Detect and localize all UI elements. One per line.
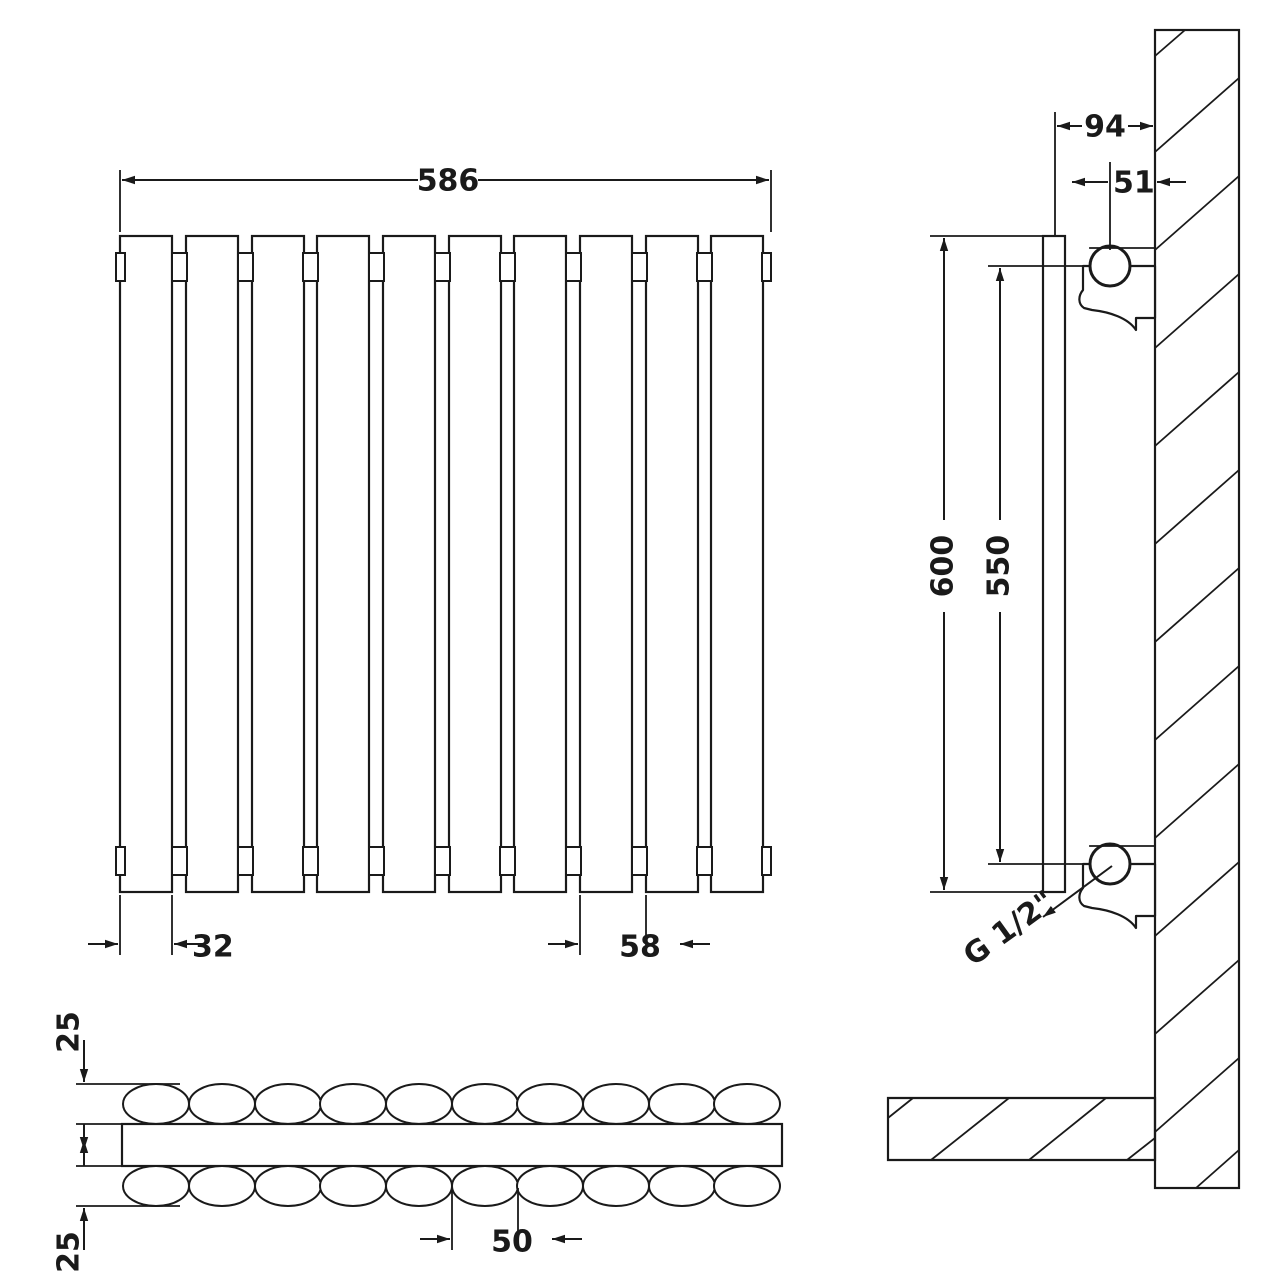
plan-tube-ellipse xyxy=(319,1165,387,1207)
panel-joint-tab-bottom xyxy=(631,846,648,876)
dimension-wall-to-front-94: 94 xyxy=(1054,110,1156,236)
panel-joint-tab-top xyxy=(171,252,188,282)
dimension-panel-width: 32 xyxy=(88,895,234,965)
panel-end-tab-top-left xyxy=(115,252,126,282)
dimension-wall-to-connection-51: 51 xyxy=(1072,162,1186,250)
dimension-overall-height-600: 600 xyxy=(926,235,1043,893)
panel-joint-tab-top xyxy=(631,252,648,282)
plan-tube-ellipse xyxy=(122,1083,190,1125)
wall-outline xyxy=(1153,28,1241,1190)
plan-tube-ellipse xyxy=(188,1083,256,1125)
radiator-side-profile xyxy=(1041,234,1067,894)
floor-section xyxy=(886,1096,1157,1162)
plan-tube-row-upper xyxy=(122,1083,781,1125)
panel-joint-tab-top xyxy=(434,252,451,282)
panel-joint-tab-bottom xyxy=(302,846,319,876)
dimension-label-51: 51 xyxy=(1113,166,1155,201)
panel-joint-tab-bottom xyxy=(565,846,582,876)
plan-tube-ellipse xyxy=(451,1083,519,1125)
dimension-bracket-centres-550: 550 xyxy=(982,265,1090,865)
bottom-bracket-assembly xyxy=(1078,842,1157,930)
panel-joint-tab-top xyxy=(302,252,319,282)
radiator-panel xyxy=(184,234,240,894)
panel-joint-tab-bottom xyxy=(368,846,385,876)
panel-joint-tab-top xyxy=(237,252,254,282)
plan-tube-ellipse xyxy=(582,1083,650,1125)
plan-tube-row-lower xyxy=(122,1165,781,1207)
panel-joint-tab-bottom xyxy=(696,846,713,876)
panel-joint-tab-bottom xyxy=(499,846,516,876)
plan-tube-ellipse xyxy=(516,1165,584,1207)
plan-tube-ellipse xyxy=(648,1083,716,1125)
radiator-panel xyxy=(381,234,437,894)
wall-section xyxy=(1153,28,1241,1190)
plan-tube-ellipse xyxy=(713,1083,781,1125)
floor-outline xyxy=(886,1096,1157,1162)
plan-tube-ellipse xyxy=(385,1165,453,1207)
front-elevation-view: 586 32 58 xyxy=(88,164,772,965)
plan-tube-ellipse xyxy=(254,1083,322,1125)
plan-tube-ellipse xyxy=(122,1165,190,1207)
radiator-panel xyxy=(447,234,503,894)
panel-joint-tab-top xyxy=(565,252,582,282)
plan-tube-ellipse xyxy=(254,1165,322,1207)
dimension-bottom-projection: 25 xyxy=(52,1165,180,1273)
leader-line-g-half xyxy=(1042,865,1113,918)
panel-joint-tab-top xyxy=(696,252,713,282)
plan-section-view: 25 25 50 xyxy=(52,1011,784,1273)
plan-tube-ellipse xyxy=(713,1165,781,1207)
radiator-panel xyxy=(315,234,371,894)
panel-end-tab-top-right xyxy=(761,252,772,282)
plan-tube-ellipse xyxy=(648,1165,716,1207)
radiator-panel xyxy=(118,234,174,894)
panel-joint-tab-bottom xyxy=(237,846,254,876)
dimension-label-50: 50 xyxy=(491,1225,533,1260)
panel-joint-tab-top xyxy=(499,252,516,282)
top-bracket-assembly xyxy=(1078,244,1157,332)
panel-end-tab-bottom-right xyxy=(761,846,772,876)
thread-label-g-half: G 1/2" xyxy=(957,884,1061,973)
radiator-panel xyxy=(512,234,568,894)
dimension-label-32: 32 xyxy=(192,930,234,965)
side-section-view: 94 51 600 550 G 1/2" xyxy=(886,28,1241,1190)
panel-end-tab-bottom-left xyxy=(115,846,126,876)
dimension-panel-pitch: 58 xyxy=(548,895,710,965)
plan-tube-ellipse xyxy=(516,1083,584,1125)
dimension-label-600: 600 xyxy=(926,535,961,598)
dimension-label-94: 94 xyxy=(1084,110,1126,145)
dimension-tube-pitch: 50 xyxy=(420,1188,582,1260)
radiator-panel xyxy=(578,234,634,894)
plan-tube-ellipse xyxy=(319,1083,387,1125)
radiator-panel xyxy=(644,234,700,894)
radiator-panel-group xyxy=(115,234,772,894)
radiator-panel xyxy=(250,234,306,894)
plan-tube-ellipse xyxy=(582,1165,650,1207)
wall-hatching xyxy=(1154,29,1240,1189)
plan-tube-ellipse xyxy=(188,1165,256,1207)
dimension-label-586: 586 xyxy=(417,164,480,199)
plan-body-bar xyxy=(120,1122,784,1168)
panel-joint-tab-top xyxy=(368,252,385,282)
dimension-overall-width: 586 xyxy=(119,164,772,232)
plan-tube-ellipse xyxy=(385,1083,453,1125)
dimension-label-25-top: 25 xyxy=(52,1011,87,1053)
dimension-top-projection: 25 xyxy=(52,1011,180,1125)
plan-tube-ellipse xyxy=(451,1165,519,1207)
radiator-side-body xyxy=(1041,234,1067,894)
dimension-label-550: 550 xyxy=(982,535,1017,598)
floor-hatching xyxy=(887,1097,1156,1161)
pipe-connection-circle-top xyxy=(1088,244,1132,288)
radiator-panel xyxy=(709,234,765,894)
panel-joint-tab-bottom xyxy=(434,846,451,876)
dimension-label-25-bottom: 25 xyxy=(52,1231,87,1273)
panel-joint-tab-bottom xyxy=(171,846,188,876)
thread-callout: G 1/2" xyxy=(957,865,1113,973)
dimension-label-58: 58 xyxy=(619,930,661,965)
